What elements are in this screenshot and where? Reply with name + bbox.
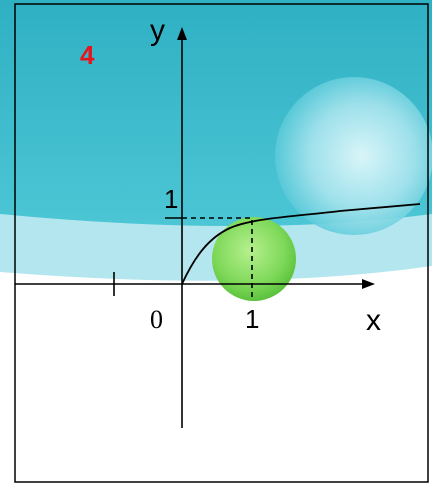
y-axis-label: y <box>150 14 165 47</box>
x-axis-arrow <box>362 279 375 289</box>
guide-lines <box>182 217 253 298</box>
x-axis-label: x <box>366 304 381 337</box>
y-axis-arrow <box>177 27 187 40</box>
decorative-green-orb <box>212 217 296 301</box>
slide-frame <box>14 3 429 483</box>
x-tick-label: 1 <box>245 304 260 334</box>
decorative-blue-orb <box>275 77 432 235</box>
slide-number: 4 <box>80 40 95 70</box>
coordinate-axes <box>15 27 375 428</box>
function-curve <box>181 203 421 285</box>
origin-label: 0 <box>150 305 163 334</box>
y-tick-label: 1 <box>164 184 179 214</box>
